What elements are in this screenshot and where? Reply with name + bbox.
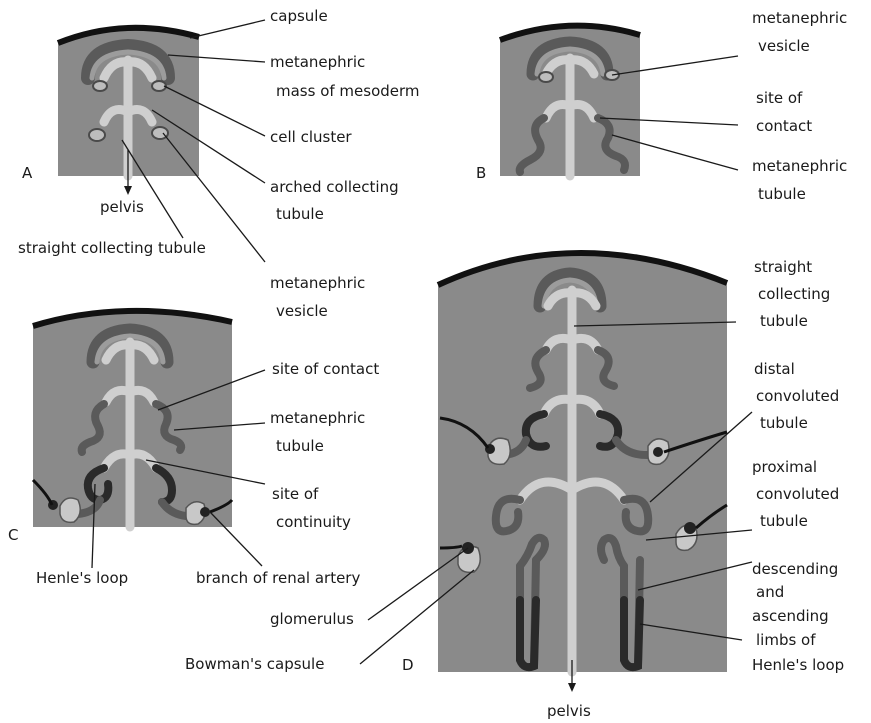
label-c-continuity-line2: continuity <box>276 513 351 531</box>
label-cell-cluster: cell cluster <box>270 128 352 146</box>
label-b-tubule-line2: tubule <box>758 185 806 203</box>
panel-c-letter: C <box>8 526 18 544</box>
panel-c-illustration <box>33 311 232 527</box>
label-metanephric-mass-line1: metanephric <box>270 53 365 71</box>
panel-b-letter: B <box>476 164 486 182</box>
label-d-straight-line1: straight <box>754 258 812 276</box>
label-d-limbs-line1: descending <box>752 560 838 578</box>
label-d-limbs-line5: Henle's loop <box>752 656 844 674</box>
label-d-limbs-line2: and <box>756 583 784 601</box>
label-d-proximal-line2: convoluted <box>756 485 839 503</box>
label-henles-loop: Henle's loop <box>36 569 128 587</box>
label-capsule: capsule <box>270 7 328 25</box>
panel-a-letter: A <box>22 164 33 182</box>
label-d-straight-line2: collecting <box>758 285 830 303</box>
label-b-vesicle-line2: vesicle <box>758 37 810 55</box>
label-metanephric-vesicle-a-line1: metanephric <box>270 274 365 292</box>
label-c-tubule-line1: metanephric <box>270 409 365 427</box>
label-d-limbs-line3: ascending <box>752 607 829 625</box>
label-arched-collecting-line1: arched collecting <box>270 178 399 196</box>
label-straight-collecting-tubule: straight collecting tubule <box>18 239 206 257</box>
label-b-contact-line2: contact <box>756 117 812 135</box>
label-d-limbs-line4: limbs of <box>756 631 816 649</box>
label-pelvis-a: pelvis <box>100 198 144 216</box>
label-d-proximal-line1: proximal <box>752 458 817 476</box>
label-d-distal-line3: tubule <box>760 414 808 432</box>
label-c-tubule-line2: tubule <box>276 437 324 455</box>
label-b-vesicle-line1: metanephric <box>752 9 847 27</box>
label-d-distal-line1: distal <box>754 360 795 378</box>
panel-d-letter: D <box>402 656 414 674</box>
label-arched-collecting-line2: tubule <box>276 205 324 223</box>
label-c-continuity-line1: site of <box>272 485 319 503</box>
label-d-distal-line2: convoluted <box>756 387 839 405</box>
panel-a-illustration <box>58 28 199 195</box>
label-pelvis-d: pelvis <box>547 702 591 720</box>
label-branch-renal-artery: branch of renal artery <box>196 569 360 587</box>
label-bowmans-capsule: Bowman's capsule <box>185 655 324 673</box>
label-d-proximal-line3: tubule <box>760 512 808 530</box>
panel-b-illustration <box>500 26 640 176</box>
label-d-straight-line3: tubule <box>760 312 808 330</box>
label-metanephric-mass-line2: mass of mesoderm <box>276 82 420 100</box>
label-metanephric-vesicle-a-line2: vesicle <box>276 302 328 320</box>
label-b-contact-line1: site of <box>756 89 803 107</box>
label-b-tubule-line1: metanephric <box>752 157 847 175</box>
label-glomerulus: glomerulus <box>270 610 354 628</box>
label-c-contact: site of contact <box>272 360 379 378</box>
